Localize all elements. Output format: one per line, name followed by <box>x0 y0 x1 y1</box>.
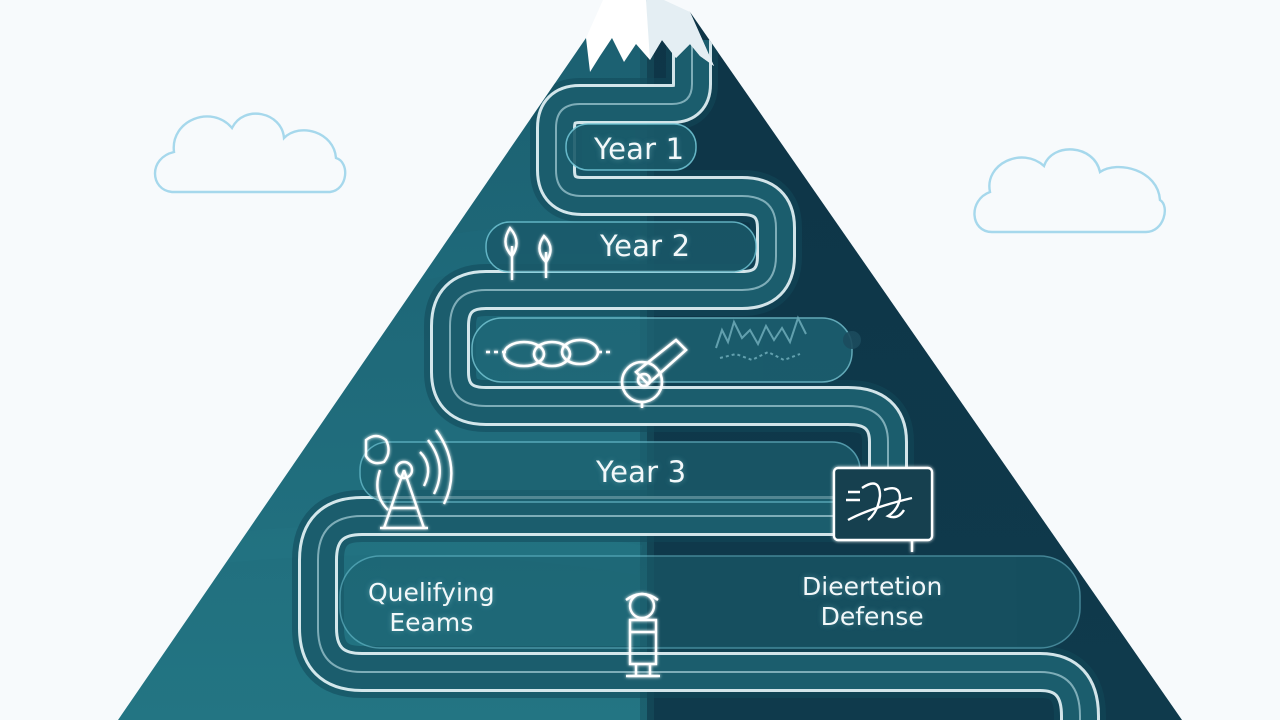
stage-label-year2: Year 2 <box>600 229 691 263</box>
stage-label-year1: Year 1 <box>594 132 685 166</box>
sapling-trees-icon <box>504 225 552 280</box>
stage-label-year3: Year 3 <box>596 455 687 489</box>
milestone-qualifying-line2: Eeams <box>389 608 474 637</box>
chain-links-icon <box>486 338 612 368</box>
waveform-icon <box>715 315 861 362</box>
telescope-icon <box>620 338 688 408</box>
cloud-icon <box>973 148 1166 234</box>
milestone-qualifying-exams: Quelifying Eeams <box>368 578 495 638</box>
milestone-defense-line1: Dieertetion <box>802 572 943 601</box>
milestone-dissertation-defense: Dieertetion Defense <box>802 572 942 632</box>
chalkboard-icon <box>832 466 934 552</box>
graduate-figure-icon <box>625 592 660 678</box>
milestone-qualifying-line1: Quelifying <box>368 578 495 607</box>
snow-cap <box>586 0 714 72</box>
cloud-icon <box>154 112 347 194</box>
milestone-defense-line2: Defense <box>820 602 924 631</box>
satellite-dish-icon <box>364 429 453 530</box>
